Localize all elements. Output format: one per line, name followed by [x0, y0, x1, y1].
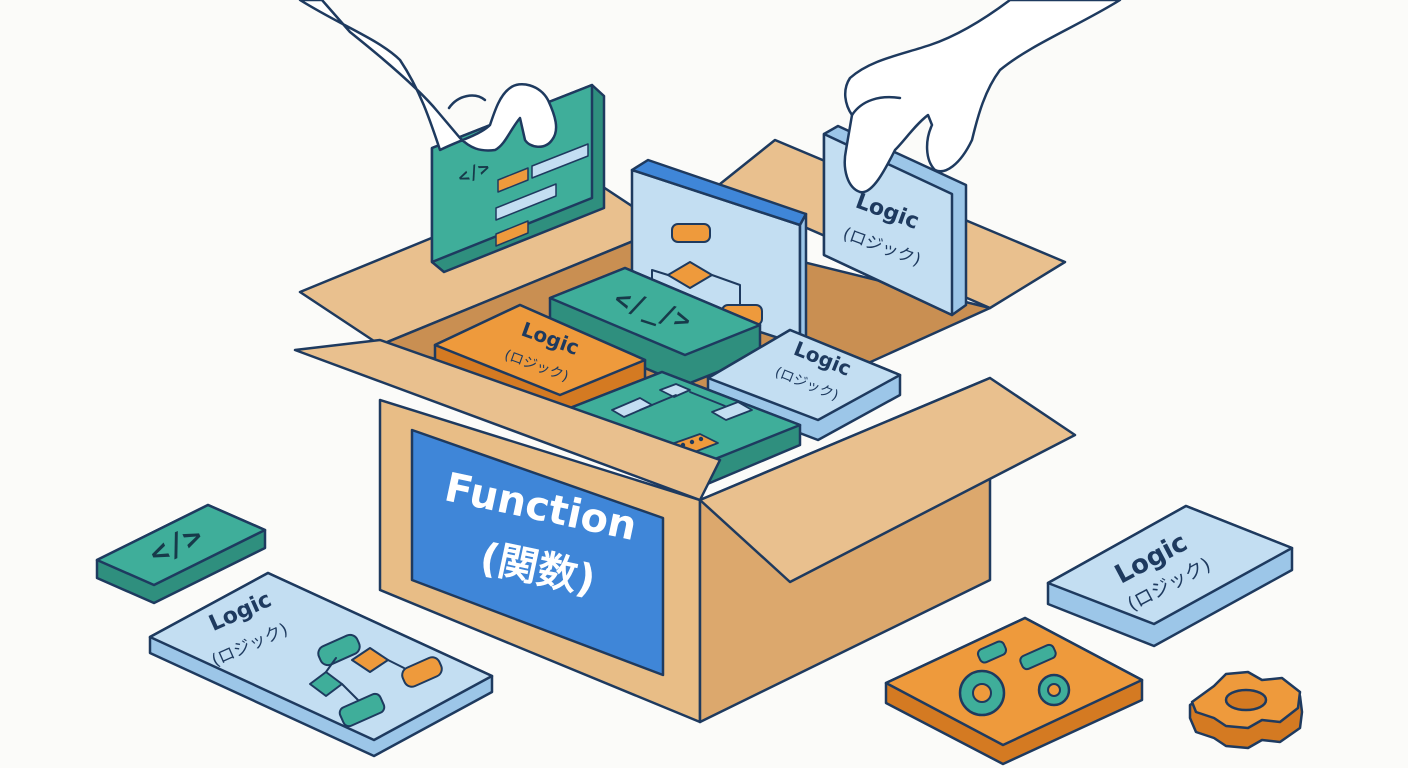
function-label: Function (関数) [410, 428, 665, 677]
code-tile-floor: </> [95, 503, 267, 605]
flowchart-block-teal [568, 370, 802, 487]
right-hand [843, 0, 1122, 194]
code-block-back: </_/> [548, 266, 762, 387]
small-gear-icon [1037, 673, 1071, 707]
gear-tile-floor [884, 616, 1144, 766]
gear-icon [958, 669, 1006, 717]
orange-gear-icon [1188, 670, 1304, 750]
flowchart-card-standing [630, 158, 808, 347]
left-hand [298, 0, 558, 152]
logic-flowchart-tile-floor: Logic (ロジック) [148, 571, 494, 758]
logic-tile-floor-right: Logic (ロジック) [1046, 504, 1294, 648]
